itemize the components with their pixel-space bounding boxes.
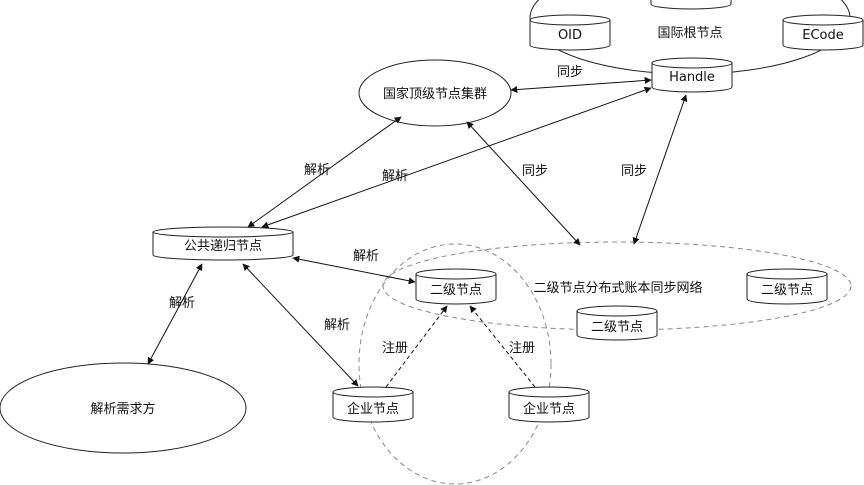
enterprise-zone <box>358 243 552 485</box>
recursive-node: 公共递归节点 <box>152 226 294 261</box>
edge-recursive-resolver <box>147 263 203 365</box>
edge-enterprise-right-register-label: 注册 <box>509 341 535 356</box>
edge-national-ledger <box>466 121 581 246</box>
edge-recursive-national-label: 解析 <box>304 163 330 178</box>
secondary-main-label: 二级节点 <box>430 283 482 298</box>
edge-enterprise-right-register <box>469 305 536 388</box>
edge-recursive-handle <box>261 86 652 229</box>
secondary-node-bottom: 二级节点 <box>576 305 658 341</box>
root-label: 国际根节点 <box>657 26 722 41</box>
resolver-node: 解析需求方 <box>0 362 247 454</box>
edge-recursive-handle-label: 解析 <box>382 169 408 184</box>
handle-label: Handle <box>669 70 715 85</box>
national-cluster-node: 国家顶级节点集群 <box>358 59 512 127</box>
edge-recursive-resolver-label: 解析 <box>169 296 195 311</box>
resolver-label: 解析需求方 <box>90 401 155 417</box>
edge-recursive-enterprise-label: 解析 <box>324 318 350 333</box>
secondary-node-main: 二级节点 <box>415 268 497 305</box>
edge-national-handle-label: 同步 <box>557 65 583 80</box>
secondary-right-label: 二级节点 <box>761 283 813 298</box>
oid-cylinder: OID <box>529 14 611 51</box>
recursive-label: 公共递归节点 <box>184 239 262 254</box>
edge-handle-ledger-label: 同步 <box>621 164 647 179</box>
enterprise-node-left: 企业节点 <box>332 386 414 423</box>
edge-national-ledger-label: 同步 <box>522 164 548 179</box>
root-top-cylinder <box>650 0 732 10</box>
edge-enterprise-left-register <box>385 305 448 388</box>
edge-national-handle <box>510 76 652 94</box>
ecode-cylinder: ECode <box>782 14 864 51</box>
enterprise-left-label: 企业节点 <box>347 401 399 417</box>
edge-recursive-enterprise <box>242 263 359 387</box>
edge-recursive-secondary-label: 解析 <box>353 249 379 264</box>
handle-cylinder: Handle <box>651 57 733 93</box>
secondary-bottom-label: 二级节点 <box>591 320 643 335</box>
oid-label: OID <box>558 28 582 43</box>
enterprise-right-label: 企业节点 <box>523 401 575 417</box>
ledger-label: 二级节点分布式账本同步网络 <box>533 280 702 296</box>
national-label: 国家顶级节点集群 <box>383 86 487 102</box>
edge-enterprise-left-register-label: 注册 <box>382 341 408 356</box>
enterprise-node-right: 企业节点 <box>508 386 590 423</box>
ecode-label: ECode <box>802 28 844 43</box>
secondary-node-right: 二级节点 <box>746 268 828 305</box>
